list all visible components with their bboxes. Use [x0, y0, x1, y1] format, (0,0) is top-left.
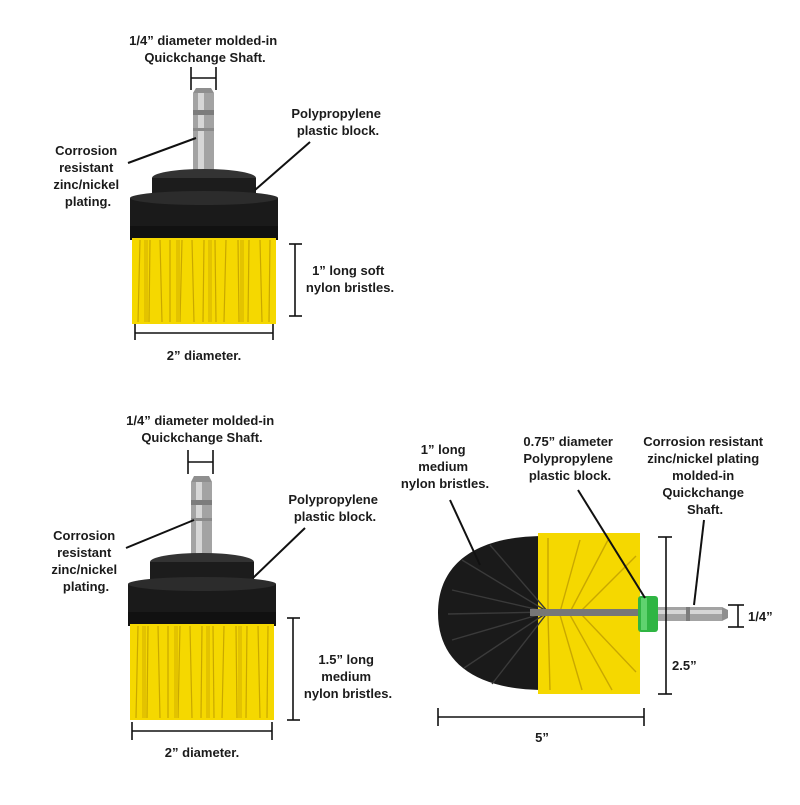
brush-3-length-dimension: [437, 708, 645, 726]
brush-2-plating-leader: [125, 519, 195, 549]
brush-2-shaft-dimension: [187, 450, 214, 474]
brush-2-hex-shaft: [191, 476, 212, 560]
brush-3-height-label: 2.5”: [672, 658, 697, 673]
brush-2-block-label: Polypropylene plastic block.: [288, 492, 381, 524]
brush-2-diameter-dimension: [131, 722, 273, 740]
brush-3-plating-label: Corrosion resistant zinc/nickel plating …: [643, 434, 767, 517]
brush-1-block-label: Polypropylene plastic block.: [291, 106, 384, 138]
brush-2-bristles: [130, 624, 274, 720]
brush-3-bristles: [438, 533, 640, 694]
brush-2-diameter-label: 2” diameter.: [165, 745, 239, 760]
brush-2-shaft-label: 1/4” diameter molded-in Quickchange Shaf…: [126, 413, 278, 445]
brush-3-shaft-dimension: [728, 604, 744, 628]
brush-3-shaft-dim-label: 1/4”: [748, 609, 773, 624]
brush-2: 1/4” diameter molded-in Quickchange Shaf…: [51, 413, 392, 760]
brush-2-block-leader: [252, 527, 306, 579]
brush-2-bristle-label: 1.5” long medium nylon bristles.: [304, 652, 392, 701]
brush-2-bristle-dimension: [287, 617, 300, 721]
brush-3-block-leader: [577, 489, 646, 599]
brush-1-bristle-dimension: [289, 243, 302, 317]
brush-1-diameter-dimension: [134, 324, 274, 340]
brush-3-bristle-leader: [449, 499, 481, 566]
brush-1-bristles: [132, 238, 276, 324]
brush-1: 1/4” diameter molded-in Quickchange Shaf…: [53, 33, 394, 363]
brush-1-bristle-label: 1” long soft nylon bristles.: [306, 263, 394, 295]
brush-1-plastic-block: [130, 169, 278, 240]
brush-2-plating-label: Corrosion resistant zinc/nickel plating.: [51, 528, 120, 594]
brush-1-block-leader: [254, 141, 311, 191]
brush-1-shaft-label: 1/4” diameter molded-in Quickchange Shaf…: [129, 33, 281, 65]
brush-3: 1” long medium nylon bristles. 0.75” dia…: [401, 434, 773, 745]
brush-1-plating-leader: [127, 137, 197, 164]
brush-1-plating-label: Corrosion resistant zinc/nickel plating.: [53, 143, 122, 209]
brush-3-length-label: 5”: [535, 730, 549, 745]
brush-3-block-label: 0.75” diameter Polypropylene plastic blo…: [523, 434, 616, 483]
brush-2-plastic-block: [128, 553, 276, 626]
brush-1-diameter-label: 2” diameter.: [167, 348, 241, 363]
brush-1-shaft-dimension: [190, 67, 217, 90]
brush-3-plastic-block: [638, 596, 658, 632]
brush-3-bristle-label: 1” long medium nylon bristles.: [401, 442, 489, 491]
brush-3-height-dimension: [658, 536, 672, 695]
brush-3-plating-leader: [693, 519, 705, 606]
brush-1-hex-shaft: [193, 88, 214, 173]
brush-3-hex-shaft: [658, 607, 728, 621]
